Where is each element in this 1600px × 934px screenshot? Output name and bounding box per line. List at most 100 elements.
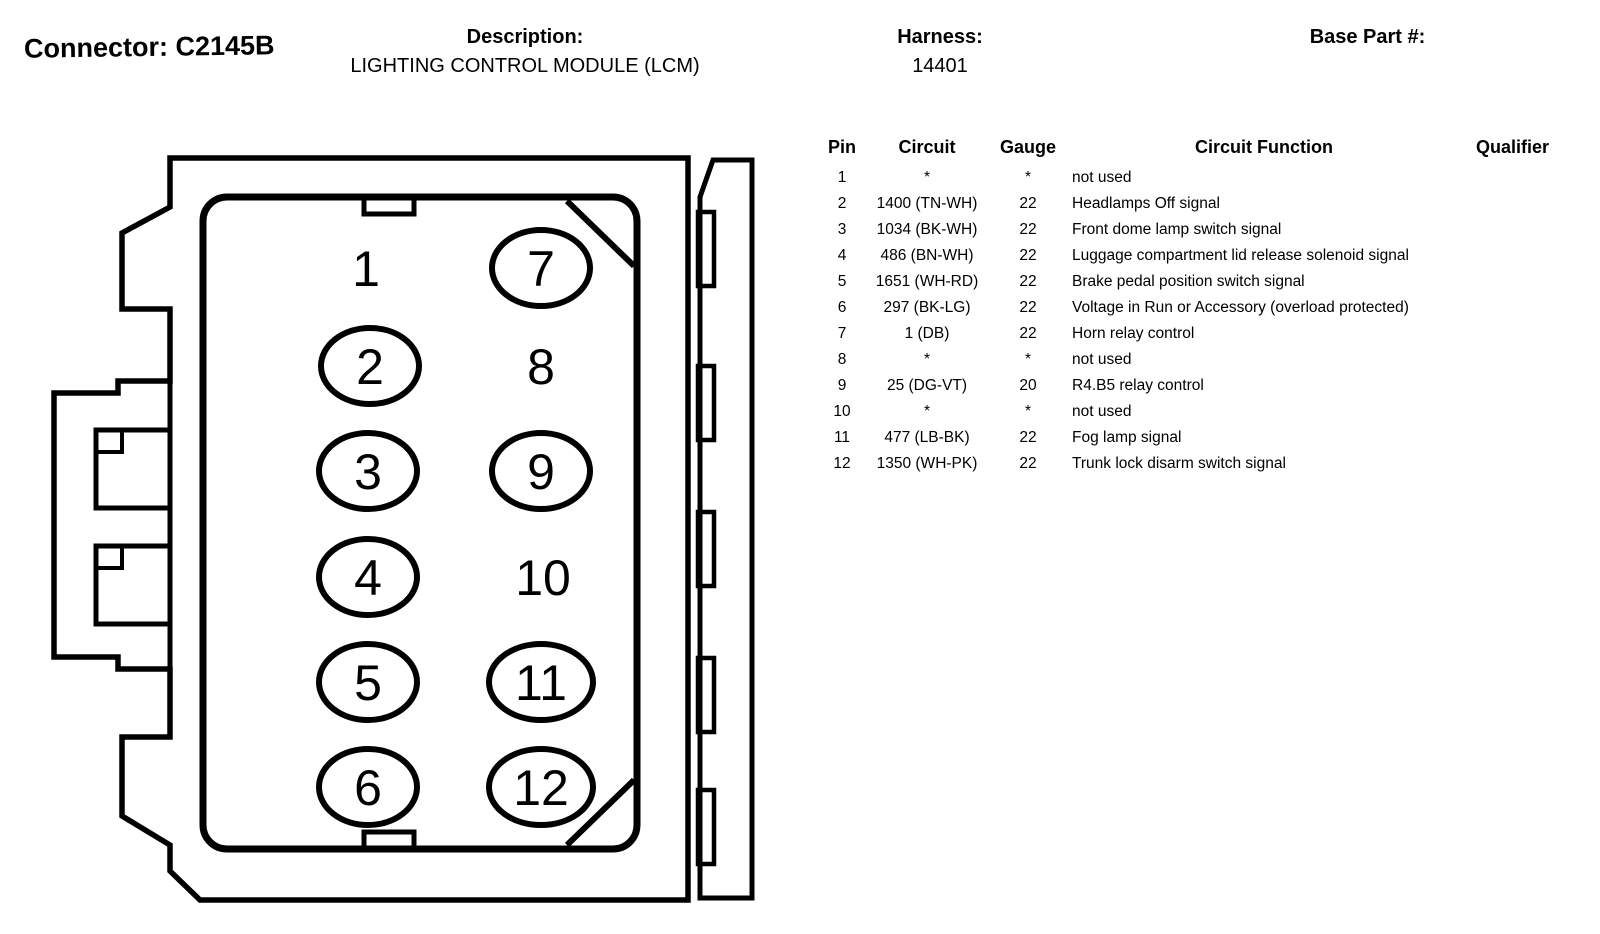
header-function: Circuit Function (1195, 137, 1333, 157)
function-cell: Horn relay control (1072, 325, 1195, 342)
side-latch-rail (697, 157, 755, 901)
connector-diagram: 1 2 3 4 5 6 7 8 9 10 11 12 (51, 155, 755, 903)
pin-cell: 2 (837, 195, 847, 212)
pin-7-terminal (489, 227, 593, 309)
qualifier-cell (1460, 165, 1565, 191)
pin-5-label: 5 (354, 655, 382, 711)
qualifier-cell (1460, 295, 1565, 321)
qualifier-cell (1460, 425, 1565, 451)
function-cell: not used (1072, 351, 1132, 368)
gauge-cell: * (1024, 351, 1032, 368)
circuit-cell: * (923, 403, 931, 420)
qualifier-cell (1460, 269, 1565, 295)
pin-2-terminal (318, 325, 422, 407)
chamfer-top-right (564, 198, 637, 269)
header-pin: Pin (827, 137, 856, 157)
circuit-cell: * (923, 169, 931, 186)
mount-tooth-upper (93, 427, 173, 511)
table-row: 1 * * not used (818, 165, 1565, 191)
pin-8-label: 8 (527, 339, 555, 395)
circuit-cell: 1 (DB) (904, 325, 950, 342)
header-circuit: Circuit (898, 137, 956, 157)
pin-1-label: 1 (352, 241, 380, 297)
qualifier-cell (1460, 399, 1565, 425)
base-part-label: Base Part #: (1309, 26, 1426, 48)
qualifier-cell (1460, 191, 1565, 217)
table-row: 4 486 (BN-WH) 22 Luggage compartment lid… (818, 243, 1565, 269)
pin-cell: 6 (837, 299, 847, 316)
pin-6-terminal (316, 746, 420, 828)
pin-table: Pin Circuit Gauge Circuit Function Quali… (818, 136, 1565, 477)
mount-tooth-upper-step (94, 428, 124, 454)
qualifier-cell (1460, 373, 1565, 399)
function-cell: Trunk lock disarm switch signal (1072, 455, 1286, 472)
gauge-cell: 22 (1019, 195, 1037, 212)
latch-tab-1 (695, 209, 717, 289)
table-row: 12 1350 (WH-PK) 22 Trunk lock disarm swi… (818, 451, 1565, 477)
header-qualifier: Qualifier (1475, 137, 1550, 157)
pin-3-label: 3 (354, 444, 382, 500)
key-notch-top (361, 194, 417, 217)
pin-cell: 5 (837, 273, 847, 290)
pin-2-label: 2 (356, 339, 384, 395)
circuit-cell: * (923, 351, 931, 368)
mount-tooth-lower (93, 543, 173, 627)
description-block: Description: LIGHTING CONTROL MODULE (LC… (330, 24, 720, 79)
circuit-cell: 297 (BK-LG) (883, 299, 971, 316)
circuit-cell: 25 (DG-VT) (886, 377, 968, 394)
qualifier-cell (1460, 451, 1565, 477)
pin-11-terminal (486, 641, 596, 723)
harness-label: Harness: (897, 26, 983, 48)
pin-6-label: 6 (354, 760, 382, 816)
qualifier-cell (1460, 243, 1565, 269)
latch-tab-2 (695, 363, 717, 443)
terminal-cavity (199, 193, 641, 853)
pin-cell: 4 (837, 247, 847, 264)
pin-table-header: Pin Circuit Gauge Circuit Function Quali… (818, 136, 1565, 158)
connector-outer-shell (51, 155, 691, 903)
description-value: LIGHTING CONTROL MODULE (LCM) (350, 55, 700, 77)
table-row: 5 1651 (WH-RD) 22 Brake pedal position s… (818, 269, 1565, 295)
circuit-cell: 1651 (WH-RD) (875, 273, 979, 290)
gauge-cell: 20 (1019, 377, 1037, 394)
pin-cell: 7 (837, 325, 847, 342)
circuit-cell: 1034 (BK-WH) (876, 221, 978, 238)
gauge-cell: 22 (1019, 273, 1037, 290)
pin-cell: 10 (833, 403, 851, 420)
pin-5-terminal (316, 641, 420, 723)
circuit-cell: 477 (LB-BK) (884, 429, 970, 446)
qualifier-cell (1460, 217, 1565, 243)
latch-tab-4 (695, 655, 717, 735)
function-cell: Brake pedal position switch signal (1072, 273, 1305, 290)
gauge-cell: 22 (1019, 221, 1037, 238)
table-row: 11 477 (LB-BK) 22 Fog lamp signal (818, 425, 1565, 451)
description-label: Description: (466, 26, 584, 48)
table-row: 3 1034 (BK-WH) 22 Front dome lamp switch… (818, 217, 1565, 243)
function-cell: not used (1072, 169, 1132, 186)
gauge-cell: 22 (1019, 455, 1037, 472)
function-cell: R4.B5 relay control (1072, 377, 1204, 394)
circuit-cell: 1400 (TN-WH) (876, 195, 978, 212)
function-cell: Headlamps Off signal (1072, 195, 1220, 212)
pin-cell: 1 (837, 169, 847, 186)
gauge-cell: 22 (1019, 429, 1037, 446)
function-cell: Front dome lamp switch signal (1072, 221, 1282, 238)
pin-11-label: 11 (515, 655, 567, 711)
pin-7-label: 7 (527, 241, 555, 297)
pin-cell: 3 (837, 221, 847, 238)
latch-tab-5 (695, 787, 717, 867)
function-cell: Luggage compartment lid release solenoid… (1072, 247, 1409, 264)
table-row: 8 * * not used (818, 347, 1565, 373)
pin-4-terminal (316, 536, 420, 618)
header-gauge: Gauge (999, 137, 1056, 157)
latch-tab-3 (695, 509, 717, 589)
pin-cell: 9 (837, 377, 847, 394)
harness-block: Harness: 14401 (845, 24, 1035, 79)
pin-9-label: 9 (527, 444, 555, 500)
qualifier-cell (1460, 347, 1565, 373)
pin-12-label: 12 (513, 760, 569, 816)
gauge-cell: 22 (1019, 299, 1037, 316)
gauge-cell: 22 (1019, 325, 1037, 342)
qualifier-cell (1460, 321, 1565, 347)
table-row: 7 1 (DB) 22 Horn relay control (818, 321, 1565, 347)
